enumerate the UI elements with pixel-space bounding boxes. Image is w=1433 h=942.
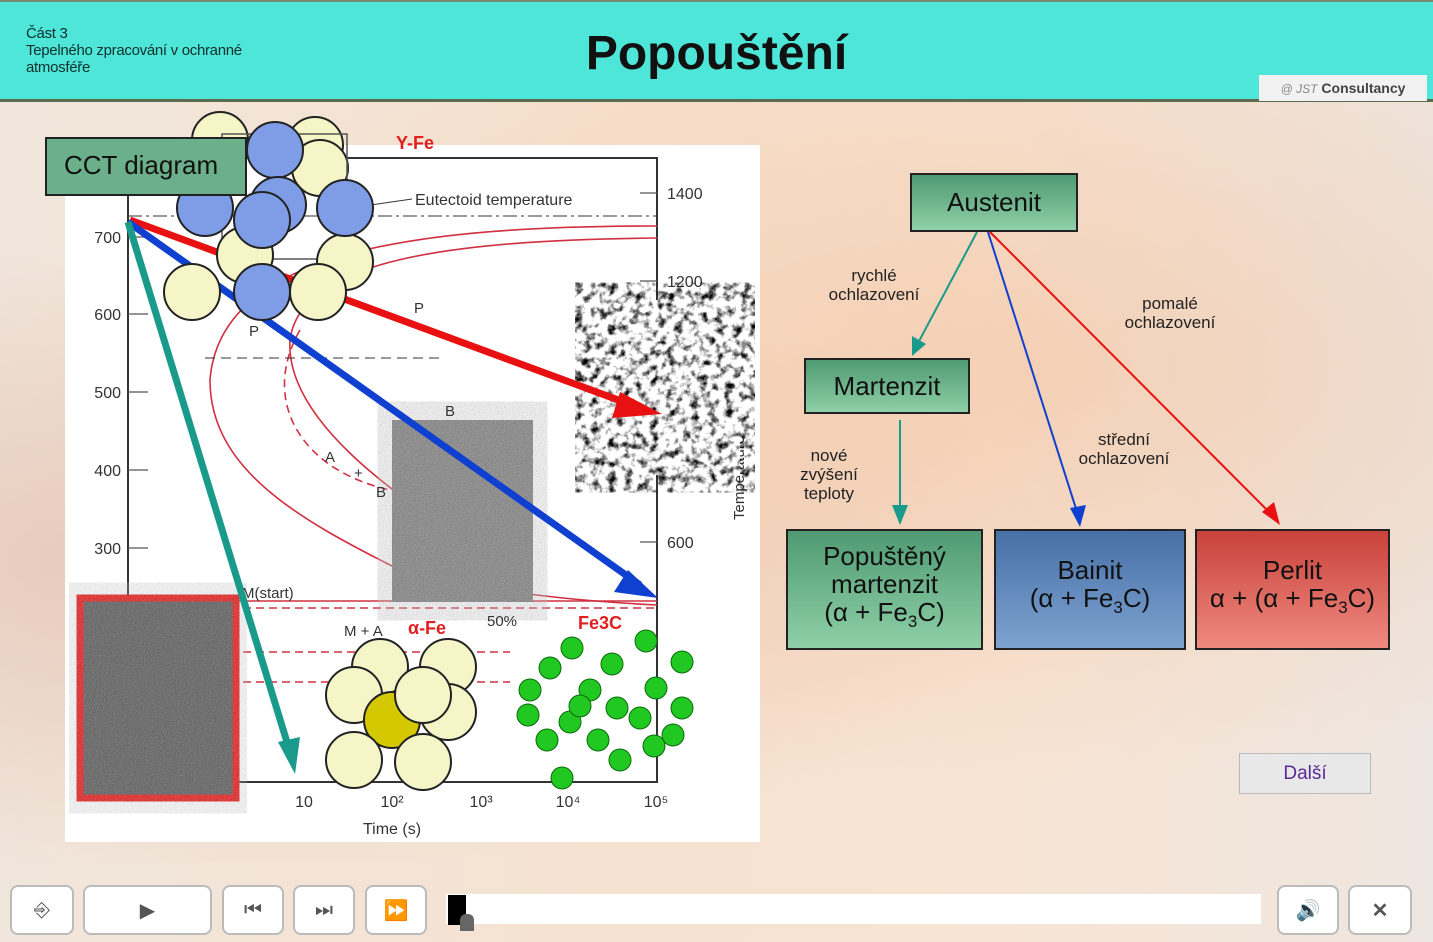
region-label: P xyxy=(249,323,259,340)
play-button[interactable]: ▶ xyxy=(83,885,212,935)
page-title: Popouštění xyxy=(585,27,848,80)
y2-tick: 600 xyxy=(667,535,694,552)
y2-tick: 1400 xyxy=(667,186,703,203)
x-tick: 10⁵ xyxy=(644,794,668,811)
fast-forward-button[interactable]: ⏩ xyxy=(365,885,427,935)
progress-track[interactable] xyxy=(446,894,1261,924)
martenzit-box: Martenzit xyxy=(804,358,970,414)
austenit-box: Austenit xyxy=(910,173,1078,232)
x-tick: 10⁴ xyxy=(556,794,581,811)
y-tick: 700 xyxy=(94,230,121,247)
skip-forward-icon: ⏭ xyxy=(315,898,333,921)
alpha-fe-label: α-Fe xyxy=(408,618,446,638)
y2-tick: 1200 xyxy=(667,274,703,291)
region-label: M + A xyxy=(344,623,383,640)
cementite-crystal-icon xyxy=(516,629,694,790)
next-slide-button[interactable]: ⏭ xyxy=(293,885,355,935)
fast-forward-icon: ⏩ xyxy=(383,899,409,922)
fe3c-label: Fe3C xyxy=(578,613,622,633)
cct-label-box xyxy=(45,137,247,196)
x-tick: 10³ xyxy=(469,794,493,811)
region-label: A xyxy=(325,449,335,466)
cct-label: CCT diagram xyxy=(64,150,218,180)
pearlite-box: Perlit α + (α + Fe3C) xyxy=(1195,529,1390,650)
course-line-2: atmosféře xyxy=(26,59,90,76)
region-label: B xyxy=(445,403,455,420)
bcc-crystal-icon xyxy=(325,638,477,791)
y-tick: 600 xyxy=(94,307,121,324)
part-label: Část 3 xyxy=(26,25,68,42)
fcc-crystal-icon xyxy=(163,111,374,321)
region-label: M(start) xyxy=(242,585,294,602)
y-tick: 400 xyxy=(94,463,121,480)
close-button[interactable]: ✕ xyxy=(1348,885,1412,935)
region-label: B xyxy=(376,484,386,501)
skip-back-icon: ⏮ xyxy=(244,898,262,921)
header: Část 3 Tepelného zpracování v ochranné a… xyxy=(0,0,1433,102)
next-button[interactable]: Další xyxy=(1239,753,1371,794)
gamma-fe-label: Y-Fe xyxy=(396,133,434,153)
progress-handle[interactable] xyxy=(460,914,474,931)
region-label: P xyxy=(414,300,424,317)
y-tick: 500 xyxy=(94,385,121,402)
x-axis-label: Time (s) xyxy=(363,821,421,838)
slow-cooling-arrow xyxy=(128,216,642,412)
speaker-icon: 🔊 xyxy=(1295,899,1321,922)
play-icon: ▶ xyxy=(139,899,156,922)
region-label: 50% xyxy=(487,613,517,630)
region-label: + xyxy=(354,465,363,482)
close-icon: ✕ xyxy=(1371,899,1389,922)
y-tick: 300 xyxy=(94,541,121,558)
x-tick: 10² xyxy=(380,794,404,811)
course-subtitle: Část 3 Tepelného zpracování v ochranné a… xyxy=(26,25,242,76)
eutectoid-label: Eutectoid temperature xyxy=(415,192,573,209)
previous-button[interactable]: ⏮ xyxy=(222,885,284,935)
exit-button[interactable]: ⎆ xyxy=(10,885,74,935)
bainite-box: Bainit (α + Fe3C) xyxy=(994,529,1186,650)
exit-icon: ⎆ xyxy=(34,898,50,921)
fast-cooling-arrow xyxy=(124,220,294,754)
brand-mark: @ JST xyxy=(1280,82,1318,96)
volume-button[interactable]: 🔊 xyxy=(1277,885,1339,935)
brand-name: Consultancy xyxy=(1321,80,1406,96)
x-tick: 10 xyxy=(295,794,313,811)
course-line-1: Tepelného zpracování v ochranné xyxy=(26,42,242,59)
